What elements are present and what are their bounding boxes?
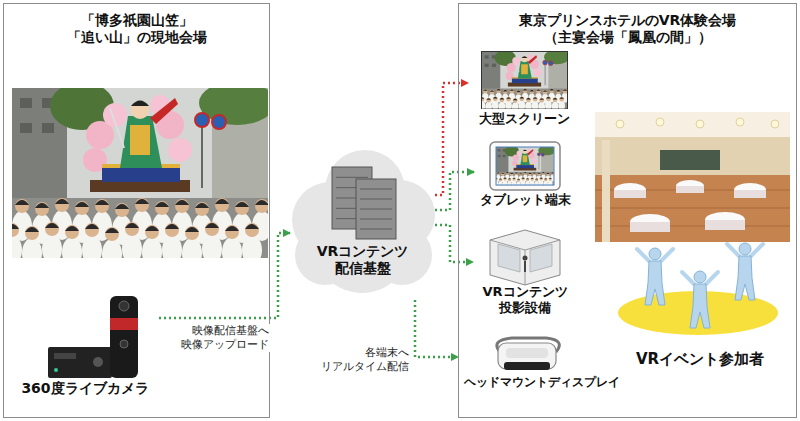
- device-box: ヘッドマウントディスプレイ: [458, 335, 626, 397]
- participants-group: VRイベント参加者: [611, 255, 789, 375]
- hmd-figure-part: [498, 343, 556, 369]
- connector: [159, 233, 290, 318]
- camera-figure-part: [120, 340, 128, 348]
- venue-panel: 360度ライブカメラ 「博多祇園山笠」 「追い山」の現地会場: [3, 3, 270, 418]
- projection-figure: [490, 230, 560, 285]
- hall-photo-part: [676, 180, 704, 192]
- camera-figure: [48, 296, 138, 378]
- device-box: 大型スクリーン: [468, 50, 581, 131]
- platform-cloud: VRコンテンツ 配信基盤: [290, 145, 435, 300]
- tablet-figure: [490, 142, 560, 190]
- hall-photo-part: [595, 137, 790, 177]
- hall-photo-part: [771, 120, 779, 128]
- tablet-figure-part: [490, 142, 560, 190]
- screen-figure-part: [479, 50, 570, 112]
- node-caption: ヘッドマウントディスプレイ: [458, 375, 626, 389]
- connector: [415, 300, 458, 357]
- hall-photo-part: [630, 222, 670, 232]
- tablet-figure-part-part: [494, 145, 556, 187]
- hall-photo-part: [595, 112, 790, 242]
- projection-figure-part: [523, 256, 528, 261]
- hall-photo-part: [660, 150, 720, 170]
- server-icon-part: [360, 189, 392, 190]
- participants-figure: [618, 243, 778, 335]
- hall-photo-part: [602, 140, 610, 242]
- hall-photo-part: [595, 112, 790, 137]
- connector: [435, 83, 468, 195]
- participants-figure-part: [727, 243, 763, 300]
- node-caption: タブレット端末: [474, 192, 577, 208]
- camera-figure-part: [48, 347, 112, 378]
- hall-photo-part: [734, 183, 766, 197]
- camera-figure-part: [54, 368, 58, 372]
- tablet-figure-part: [494, 145, 556, 187]
- projection-figure-part: [524, 261, 526, 272]
- node-caption: VRコンテンツ 配信基盤: [307, 243, 419, 277]
- participants-figure-part-part: [727, 243, 763, 300]
- participants-figure-part: [637, 248, 673, 305]
- cloud-shape: [290, 145, 435, 300]
- server-icon-part: [356, 179, 396, 239]
- server-icon-part: [360, 219, 392, 220]
- projection-figure-part: [490, 240, 560, 285]
- hall-photo-part: [595, 175, 790, 242]
- device-box: タブレット端末: [474, 138, 577, 212]
- hall-photo-part: [734, 190, 766, 198]
- server-icon-part: [360, 199, 392, 200]
- node-caption: 大型スクリーン: [468, 111, 581, 127]
- festival-photo-part: [2, 81, 275, 269]
- screen-figure: [479, 50, 570, 112]
- server-icon-part: [360, 229, 392, 230]
- hall-photo-part: [676, 186, 704, 193]
- hall-photo-part: [595, 190, 790, 226]
- participants-figure-part: [682, 271, 718, 328]
- device-box: VRコンテンツ 投影設備: [473, 226, 577, 322]
- hall-photo-part: [616, 120, 624, 128]
- server-icon-part: [336, 177, 368, 178]
- participants-figure-part-part: [682, 271, 718, 328]
- camera-figure-part: [110, 296, 138, 378]
- node-caption: VRイベント参加者: [611, 350, 789, 368]
- participants-figure-part-part: [637, 248, 673, 305]
- screen-figure-part-part: [479, 50, 570, 112]
- edge-label: 映像配信基盤へ 映像アップロード: [168, 324, 270, 352]
- camera-box: 360度ライブカメラ: [11, 285, 159, 403]
- panel-title: 東京プリンスホテルのVR体験会場 （主宴会場「鳳凰の間」）: [503, 12, 753, 46]
- festival-photo: [2, 81, 275, 269]
- panel-title: 「博多祇園山笠」 「追い山」の現地会場: [49, 12, 224, 46]
- connector: [435, 225, 473, 262]
- server-icon: [332, 167, 396, 239]
- hmd-figure: [497, 338, 559, 370]
- tablet-figure-part: [496, 147, 554, 185]
- projection-figure-part: [498, 244, 520, 272]
- hmd-figure-part: [506, 348, 548, 358]
- hall-photo-part: [614, 183, 646, 197]
- hall-photo-part: [705, 220, 745, 230]
- projection-figure-part: [490, 230, 560, 285]
- connector: [435, 172, 474, 210]
- venue-panel: 大型スクリーンタブレット端末 VRコンテンツ 投影設備ヘッドマウントディスプレイ V…: [458, 3, 797, 418]
- hmd-figure-part: [504, 362, 550, 370]
- projection-figure-part: [530, 244, 552, 272]
- node-caption: 360度ライブカメラ: [11, 380, 159, 397]
- camera-figure-part: [110, 318, 138, 330]
- hall-photo-part: [614, 190, 646, 198]
- node-caption: VRコンテンツ 投影設備: [477, 284, 573, 315]
- hall-photo-part: [736, 118, 744, 126]
- hall-photo: [595, 112, 790, 242]
- hall-photo-part: [656, 118, 664, 126]
- hall-photo-part: [696, 120, 704, 128]
- server-icon-part: [360, 209, 392, 210]
- camera-figure-part: [119, 301, 129, 311]
- camera-figure-part: [54, 353, 76, 359]
- camera-figure-part: [93, 357, 103, 367]
- edge-label: 各端末へ リアルタイム配信: [308, 346, 410, 374]
